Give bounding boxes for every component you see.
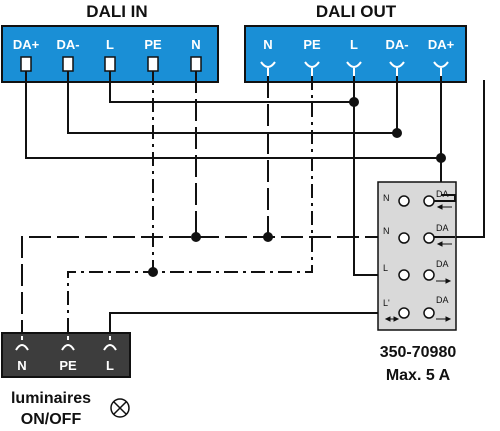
dali-out-terminal-label: L: [350, 37, 358, 52]
module-terminal-icon: [423, 232, 435, 244]
module-right-label: DA: [436, 223, 449, 233]
spring-clamp-icon: [103, 336, 117, 351]
arrow-right-icon: [436, 278, 452, 284]
module-left-label: L': [383, 298, 390, 308]
earth-wires: [67, 71, 313, 340]
dali-in-terminal-label: N: [191, 37, 200, 52]
junction-dot: [263, 232, 273, 242]
dali-out-terminal-label: PE: [303, 37, 321, 52]
spring-clamp-icon: [15, 336, 29, 351]
module-terminal-icon: [398, 195, 410, 207]
dali-in-terminal-label: DA-: [56, 37, 79, 52]
dali-out-terminal-label: N: [263, 37, 272, 52]
screw-terminal-icon: [147, 56, 159, 72]
module-part-number: 350-70980: [380, 344, 457, 361]
screw-terminal-icon: [190, 56, 202, 72]
junctions: [148, 97, 446, 277]
dali-out-title: DALI OUT: [316, 2, 397, 21]
luminaires-terminal-block: N PE L: [1, 332, 131, 378]
luminaire-terminal-label: N: [17, 358, 26, 373]
neutral-wires: [21, 71, 400, 342]
spring-clamp-icon: [61, 336, 75, 351]
spring-clamp-icon: [346, 61, 362, 76]
lamp-icon: [110, 398, 130, 418]
module-terminal-icon: [398, 232, 410, 244]
luminaires-caption-line1: luminaires: [11, 390, 91, 407]
dali-out-terminal-label: DA-: [385, 37, 408, 52]
relay-module: N N L L' DA DA DA DA: [377, 181, 457, 331]
module-terminal-icon: [423, 195, 435, 207]
module-terminal-icon: [423, 307, 435, 319]
module-left-label: N: [383, 193, 390, 203]
arrow-left-icon: [436, 241, 452, 247]
dali-in-title: DALI IN: [86, 2, 147, 21]
luminaire-terminal-label: L: [106, 358, 114, 373]
junction-dot: [148, 267, 158, 277]
junction-dot: [436, 153, 446, 163]
dali-in-terminal-label: PE: [144, 37, 162, 52]
dali-out-terminal-block: N PE L DA- DA+: [244, 25, 467, 83]
spring-clamp-icon: [260, 61, 276, 76]
junction-dot: [349, 97, 359, 107]
module-terminal-icon: [423, 269, 435, 281]
module-right-label: DA: [436, 259, 449, 269]
module-left-label: L: [383, 263, 388, 273]
module-rating: Max. 5 A: [386, 367, 451, 384]
screw-terminal-icon: [104, 56, 116, 72]
module-terminal-icon: [398, 269, 410, 281]
spring-clamp-icon: [433, 61, 449, 76]
screw-terminal-icon: [20, 56, 32, 72]
arrow-left-icon: [436, 204, 452, 210]
dali-in-terminal-label: L: [106, 37, 114, 52]
dali-in-terminal-label: DA+: [13, 37, 40, 52]
junction-dot: [191, 232, 201, 242]
junction-dot: [392, 128, 402, 138]
dali-out-terminal-label: DA+: [428, 37, 455, 52]
module-terminal-icon: [398, 307, 410, 319]
module-left-label: N: [383, 226, 390, 236]
luminaire-terminal-label: PE: [59, 358, 77, 373]
module-right-label: DA: [436, 295, 449, 305]
arrow-right-icon: [436, 316, 452, 322]
arrow-both-icon: [384, 316, 400, 322]
spring-clamp-icon: [389, 61, 405, 76]
screw-terminal-icon: [62, 56, 74, 72]
spring-clamp-icon: [304, 61, 320, 76]
luminaires-caption-line2: ON/OFF: [21, 411, 82, 428]
